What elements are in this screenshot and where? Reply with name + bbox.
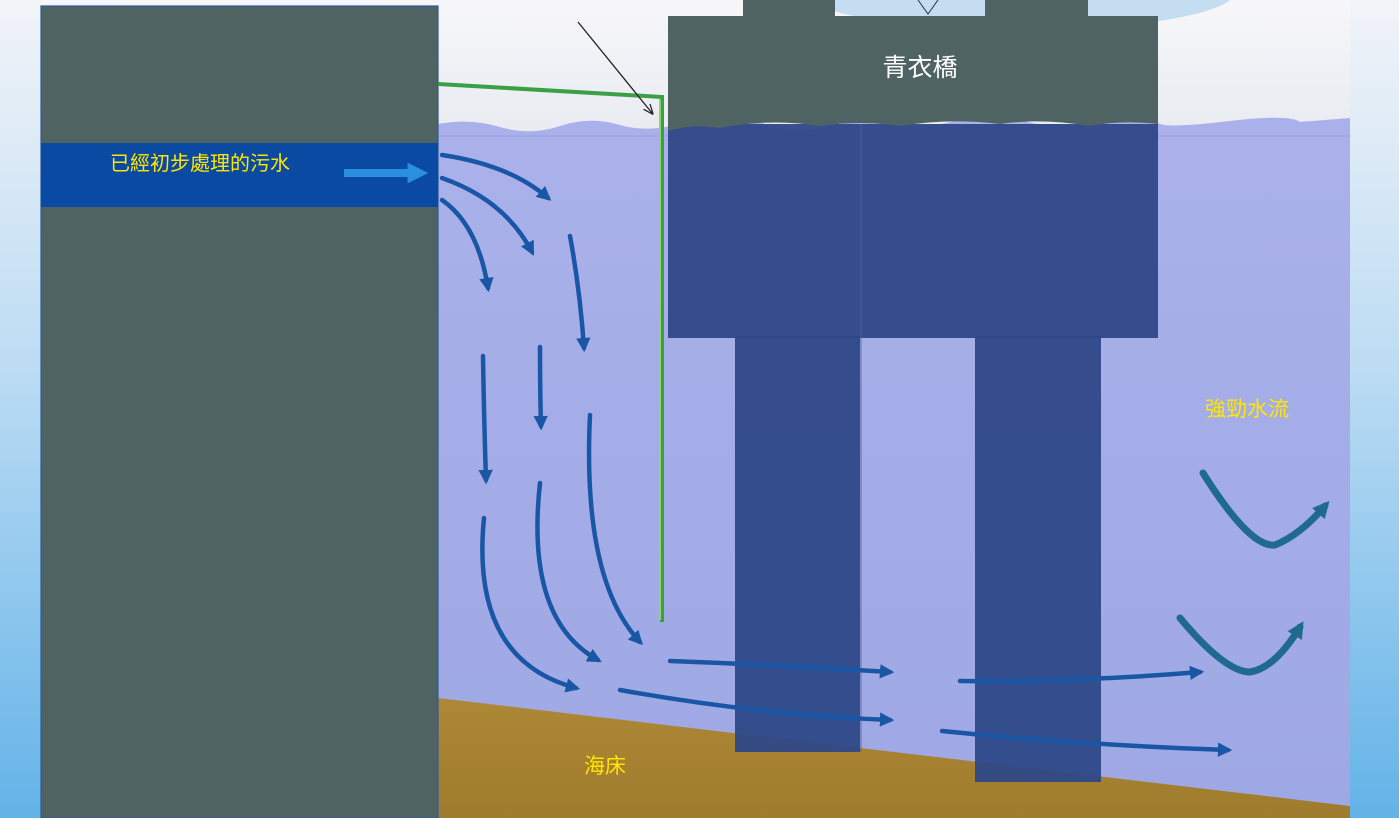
flow-arrow bbox=[439, 175, 535, 256]
bridge-pier-left bbox=[735, 336, 860, 752]
tower bbox=[40, 5, 439, 818]
bridge-pier-right bbox=[975, 336, 1101, 782]
current-arrow bbox=[1199, 469, 1330, 549]
bridge-deck bbox=[668, 16, 1158, 131]
flow-arrow bbox=[567, 233, 591, 353]
seabed bbox=[438, 698, 1350, 818]
flow-arrow bbox=[957, 665, 1205, 684]
sewage-label: 已經初步處理的污水 bbox=[110, 151, 290, 175]
pointer-arrow bbox=[577, 21, 652, 113]
flow-arrow bbox=[939, 728, 1233, 757]
current-arrows bbox=[1176, 469, 1330, 676]
flow-arrow bbox=[439, 152, 552, 201]
green-pointer-line bbox=[437, 82, 664, 622]
flow-arrow bbox=[480, 515, 581, 693]
bridge-cap-left bbox=[743, 0, 835, 16]
bridge-label: 青衣橋 bbox=[882, 53, 957, 82]
current-label: 強勁水流 bbox=[1205, 397, 1289, 421]
flow-arrows bbox=[439, 152, 1233, 757]
flow-arrow bbox=[667, 658, 895, 679]
flow-arrow bbox=[478, 353, 493, 485]
bridge-cap-right bbox=[985, 0, 1088, 16]
seabed-label: 海床 bbox=[584, 754, 626, 778]
flow-arrow bbox=[439, 197, 494, 293]
current-arrow bbox=[1176, 614, 1304, 676]
bridge-deck-underwater bbox=[668, 124, 1158, 338]
bridge-top-triangle bbox=[917, 0, 939, 15]
flow-arrow bbox=[586, 412, 643, 646]
flow-arrow bbox=[617, 687, 895, 727]
flow-arrow bbox=[535, 480, 602, 663]
flow-arrow bbox=[533, 344, 548, 431]
